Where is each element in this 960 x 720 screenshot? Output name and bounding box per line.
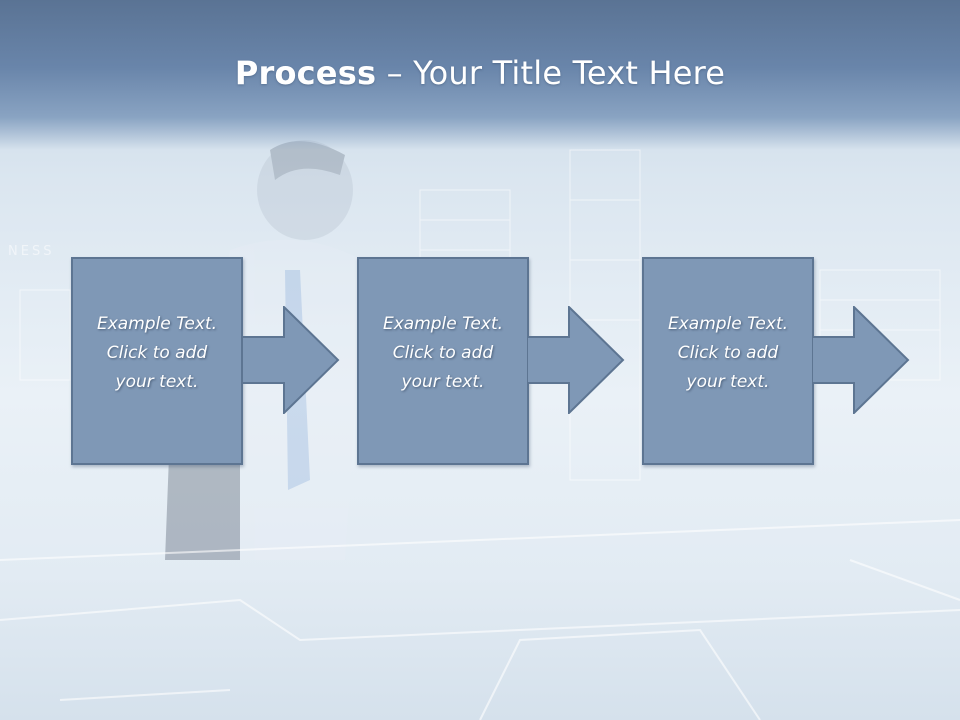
- title-band: [0, 0, 960, 150]
- process-step-box-1[interactable]: [71, 257, 243, 465]
- floor-pattern: [0, 519, 960, 720]
- title-bold-text: Process: [234, 54, 377, 92]
- title-text: – Your Title Text Here: [376, 54, 726, 92]
- process-arrow-2[interactable]: [527, 306, 625, 414]
- step-text-line: Click to add: [106, 343, 208, 363]
- step-text-line: your text.: [115, 372, 199, 392]
- faint-background-text: NESS: [8, 244, 54, 259]
- process-step-box-3[interactable]: [642, 257, 814, 465]
- step-text-line: your text.: [401, 372, 485, 392]
- process-arrow-3[interactable]: [812, 306, 910, 414]
- slide-title[interactable]: Process – Your Title Text Here: [0, 54, 960, 92]
- step-text-line: Example Text.: [382, 314, 504, 334]
- process-arrow-1[interactable]: [242, 306, 340, 414]
- process-step-text-1[interactable]: Example Text. Click to add your text.: [71, 310, 243, 397]
- step-text-line: Example Text.: [667, 314, 789, 334]
- step-text-line: your text.: [686, 372, 770, 392]
- step-text-line: Click to add: [392, 343, 494, 363]
- process-step-text-3[interactable]: Example Text. Click to add your text.: [642, 310, 814, 397]
- step-text-line: Click to add: [677, 343, 779, 363]
- process-step-text-2[interactable]: Example Text. Click to add your text.: [357, 310, 529, 397]
- step-text-line: Example Text.: [96, 314, 218, 334]
